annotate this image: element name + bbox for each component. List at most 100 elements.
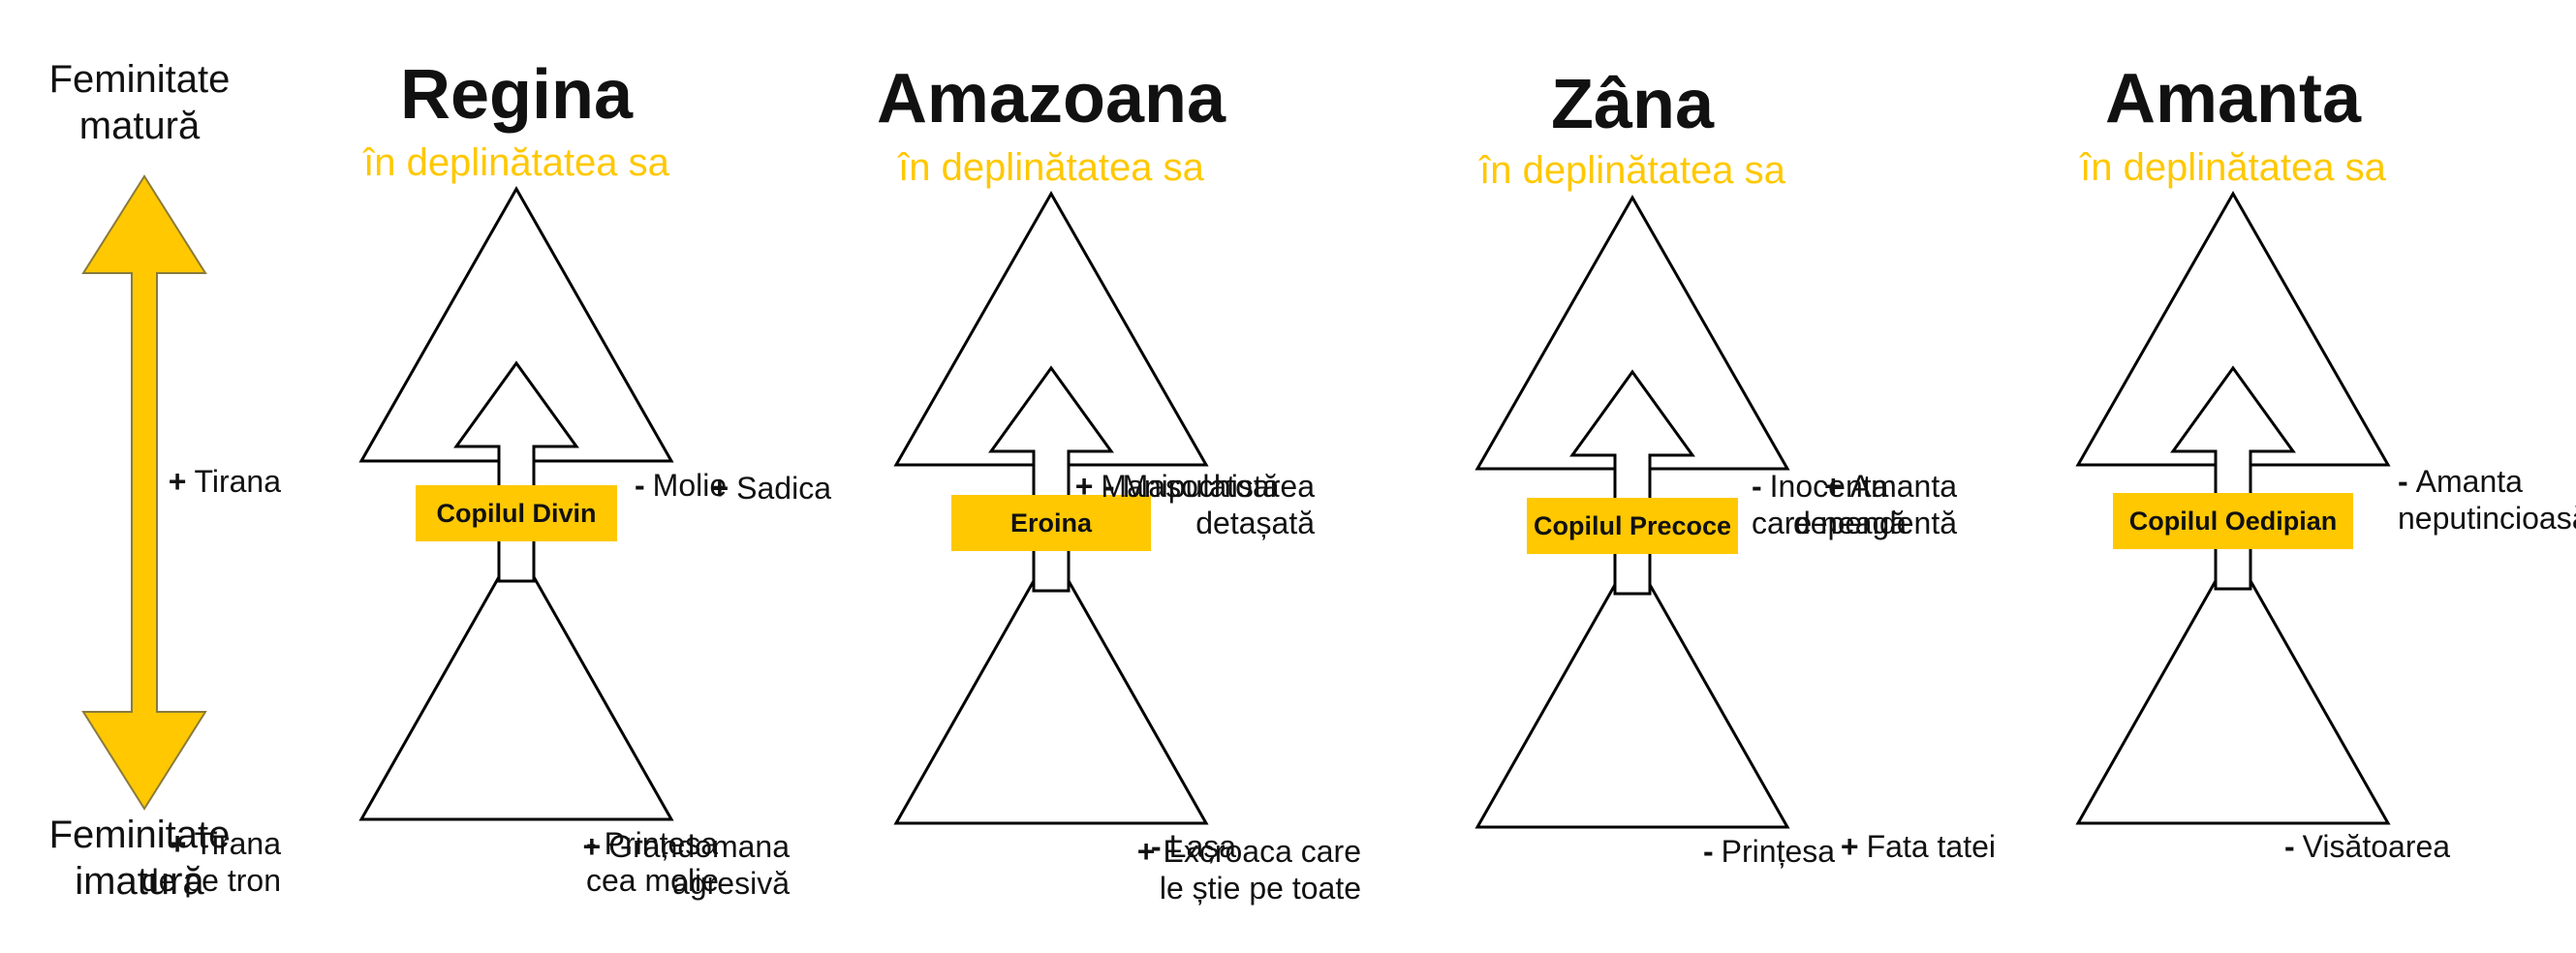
archetype-title: Regina — [399, 56, 634, 134]
label-text: Visătoarea — [2302, 829, 2451, 864]
label-line: agresivă — [583, 865, 790, 902]
archetype-title: Amazoana — [876, 60, 1226, 138]
label-text: Manipulatoarea — [1101, 469, 1315, 504]
label-text: Fata tatei — [1866, 829, 1996, 864]
sign-plus: + — [1136, 834, 1156, 869]
label-line: de pe tron — [141, 862, 281, 899]
label-text: de pe tron — [140, 863, 281, 898]
label-text: Excroaca care — [1163, 834, 1361, 869]
axis-bottom-label-line1: Feminitate — [48, 814, 231, 856]
sign-plus: + — [1840, 829, 1859, 864]
label-text: cea molie — [586, 863, 719, 898]
sign-minus: - — [1104, 469, 1115, 504]
center-archetype-box: Copilul Precoce — [1527, 498, 1738, 554]
label-top-left: +Tirana — [169, 463, 281, 500]
label-line: neputincioasă — [2398, 500, 2576, 537]
axis-top-label-line1: Feminitate — [48, 58, 231, 101]
inner-arrow — [1569, 369, 1695, 596]
label-top-right: -Masochistă — [1104, 468, 1280, 505]
label-line: +Grandomana — [583, 828, 790, 865]
inner-arrow — [453, 360, 579, 583]
label-bottom-right: -Prințesa — [1703, 833, 1835, 870]
label-text: neputincioasă — [2398, 501, 2576, 536]
label-text: Sadica — [736, 471, 831, 506]
archetype-subtitle: în deplinătatea sa — [1479, 149, 1785, 192]
label-line: -Molie — [635, 467, 727, 504]
label-text: Amanta — [2415, 464, 2523, 499]
label-line: -Amanta — [2398, 463, 2576, 500]
label-text: Prințesa — [1721, 834, 1836, 869]
label-text: Inocenta — [1769, 469, 1889, 504]
label-line: -Visătoarea — [2284, 828, 2450, 865]
label-line: -Masochistă — [1104, 468, 1280, 505]
label-text: Lașa — [1168, 829, 1237, 864]
label-line: -Prințesa — [586, 825, 719, 862]
label-text: Tirana — [194, 826, 281, 861]
sign-plus: + — [710, 471, 729, 506]
sign-minus: - — [1703, 834, 1714, 869]
label-text: Prințesa — [604, 826, 719, 861]
label-bottom-right: -Visătoarea — [2284, 828, 2450, 865]
sign-plus: + — [168, 826, 187, 861]
sign-plus: + — [582, 829, 602, 864]
immature-triangle — [358, 542, 674, 821]
sign-minus: - — [586, 826, 597, 861]
axis-bottom-label: Feminitate imatură — [14, 812, 265, 905]
label-line: cea molie — [586, 862, 719, 899]
label-line: +Amanta — [1793, 468, 1957, 505]
archetype-subtitle: în deplinătatea sa — [2080, 146, 2386, 189]
axis-arrow-shape — [81, 174, 207, 811]
immature-triangle — [893, 546, 1209, 825]
sign-plus: + — [1074, 469, 1094, 504]
label-text: care neagă — [1752, 506, 1908, 540]
label-text: detașată — [1195, 506, 1315, 540]
label-top-right: -Molie — [635, 467, 727, 504]
axis-top-label: Feminitate matură — [14, 56, 265, 149]
label-line: -Lașa — [1151, 828, 1236, 865]
archetype-title: Amanta — [2104, 60, 2362, 138]
sign-plus: + — [168, 464, 187, 499]
axis-top-label-line2: matură — [78, 105, 201, 147]
archetype-subtitle: în deplinătatea sa — [898, 146, 1204, 189]
label-line: +Sadica — [710, 470, 831, 507]
center-archetype-box: Copilul Oedipian — [2113, 493, 2353, 549]
label-line: detașată — [1075, 505, 1315, 541]
label-bottom-right: -Lașa — [1151, 828, 1236, 865]
label-line: +Tirana — [141, 825, 281, 862]
label-line: +Fata tatei — [1841, 828, 1996, 865]
label-bottom-left: +Fata tatei — [1841, 828, 1996, 865]
axis-bottom-label-line2: imatură — [75, 860, 204, 903]
label-top-left: +Sadica — [710, 470, 831, 507]
archetype-subtitle: în deplinătatea sa — [363, 141, 669, 184]
immature-triangle — [2075, 546, 2391, 825]
sign-minus: - — [1752, 469, 1762, 504]
label-line: -Inocenta — [1752, 468, 1907, 505]
sign-minus: - — [2284, 829, 2295, 864]
label-line: +Tirana — [169, 463, 281, 500]
sign-minus: - — [2398, 464, 2408, 499]
label-line: +Manipulatoarea — [1075, 468, 1315, 505]
sign-minus: - — [635, 468, 645, 503]
label-text: dependentă — [1792, 506, 1957, 540]
label-line: -Prințesa — [1703, 833, 1835, 870]
label-text: agresivă — [672, 866, 790, 901]
sign-plus: + — [1824, 469, 1843, 504]
label-text: Molie — [652, 468, 728, 503]
label-line: +Excroaca care — [1137, 833, 1361, 870]
label-text: Amanta — [1849, 469, 1957, 504]
label-text: Tirana — [194, 464, 281, 499]
center-archetype-box: Eroina — [951, 495, 1151, 551]
label-text: Grandomana — [608, 829, 790, 864]
label-line: care neagă — [1752, 505, 1907, 541]
label-line: dependentă — [1793, 505, 1957, 541]
